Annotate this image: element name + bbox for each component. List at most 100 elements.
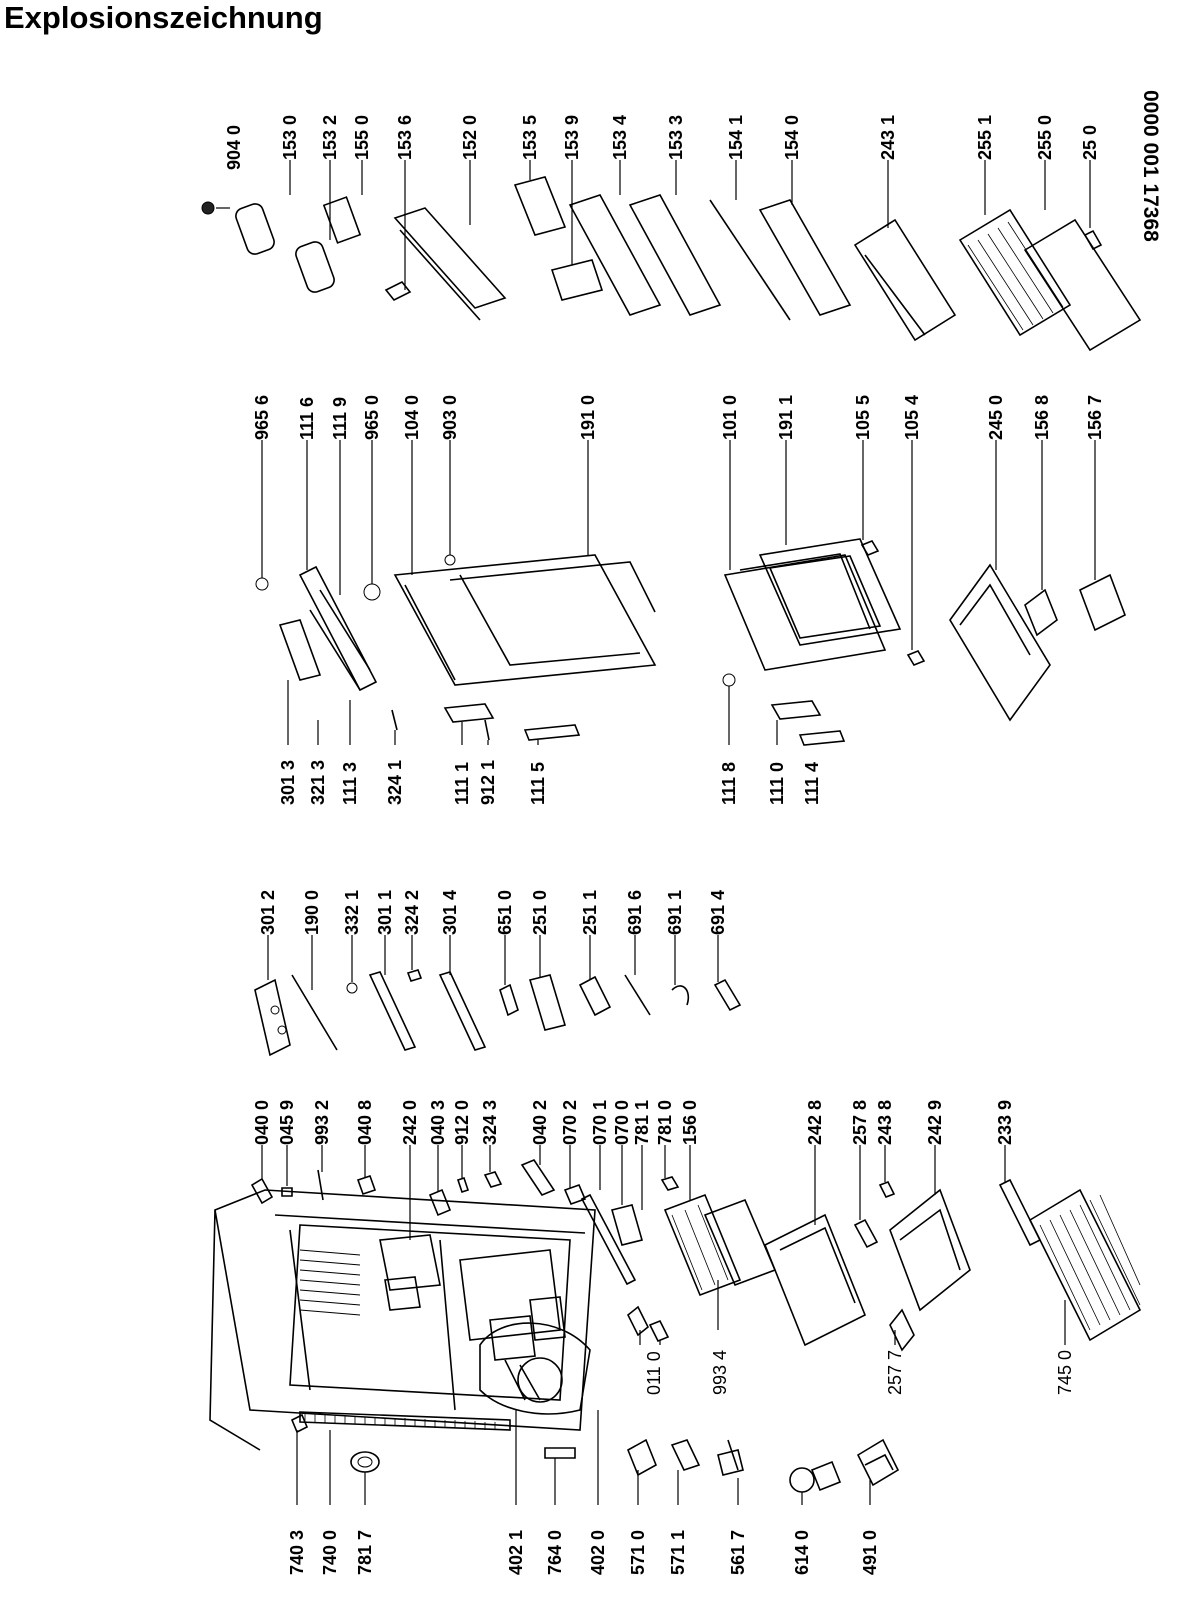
part-label: 111 1 [452, 761, 472, 805]
part-label: 111 9 [330, 396, 350, 440]
part-label: 105 5 [853, 394, 873, 440]
part-label: 243 1 [878, 114, 898, 160]
part-label: 781 7 [355, 1529, 375, 1575]
part-label: 243 8 [875, 1099, 895, 1145]
part-label: 191 1 [776, 394, 796, 440]
part-label: 242 0 [400, 1099, 420, 1145]
part-label: 111 5 [528, 761, 548, 805]
part-label: 993 4 [710, 1349, 730, 1395]
part-label: 571 0 [628, 1529, 648, 1575]
part-label: 111 6 [297, 396, 317, 440]
part-label: 301 2 [258, 889, 278, 935]
part-label: 251 0 [530, 889, 550, 935]
part-label: 321 3 [308, 759, 328, 805]
part-label: 301 1 [375, 889, 395, 935]
part-label: 691 4 [708, 889, 728, 935]
part-label: 156 0 [680, 1099, 700, 1145]
part-label: 152 0 [460, 114, 480, 160]
part-label: 245 0 [986, 394, 1006, 440]
part-label: 153 6 [395, 114, 415, 160]
part-label: 257 7 [885, 1349, 905, 1395]
part-label: 040 2 [530, 1099, 550, 1145]
part-label: 154 0 [782, 114, 802, 160]
part-label: 571 1 [668, 1529, 688, 1575]
part-label: 153 9 [562, 114, 582, 160]
part-label: 045 9 [277, 1099, 297, 1145]
part-label: 764 0 [545, 1529, 565, 1575]
part-label: 101 0 [720, 394, 740, 440]
part-label: 105 4 [902, 394, 922, 440]
small-parts-column [254, 969, 742, 1057]
part-label: 191 0 [578, 394, 598, 440]
leader-lines-col3 [267, 935, 719, 990]
part-label: 491 0 [860, 1529, 880, 1575]
part-label: 324 3 [480, 1099, 500, 1145]
part-label: 111 4 [802, 761, 822, 805]
part-label: 402 1 [506, 1529, 526, 1575]
part-label: 153 3 [666, 114, 686, 160]
part-label: 993 2 [312, 1099, 332, 1145]
leader-lines-bottom [296, 1410, 871, 1505]
part-label: 781 1 [632, 1099, 652, 1145]
part-label: 153 4 [610, 114, 630, 160]
part-label: 233 9 [995, 1099, 1015, 1145]
part-label: 781 0 [655, 1099, 675, 1145]
part-label: 255 1 [975, 114, 995, 160]
door-shelf-group [201, 176, 1142, 352]
part-label: 332 1 [342, 889, 362, 935]
part-label: 745 0 [1055, 1349, 1075, 1395]
part-label: 904 0 [224, 124, 244, 170]
part-label: 251 1 [580, 889, 600, 935]
part-label: 965 6 [252, 394, 272, 440]
leader-lines-col4 [261, 1145, 1066, 1345]
part-label: 740 3 [287, 1529, 307, 1575]
part-label: 301 3 [278, 759, 298, 805]
part-label: 903 0 [440, 394, 460, 440]
page-title: Explosionszeichnung [4, 0, 323, 35]
leader-lines-mid [261, 440, 1096, 745]
part-label: 561 7 [728, 1529, 748, 1575]
part-label: 242 9 [925, 1099, 945, 1145]
part-label: 691 6 [625, 889, 645, 935]
part-label: 070 0 [612, 1099, 632, 1145]
part-label: 740 0 [320, 1529, 340, 1575]
part-label: 104 0 [402, 394, 422, 440]
part-label: 257 8 [850, 1099, 870, 1145]
part-label: 301 4 [440, 889, 460, 935]
part-label: 040 3 [428, 1099, 448, 1145]
part-label: 156 7 [1085, 394, 1105, 440]
part-label: 070 2 [560, 1099, 580, 1145]
part-label: 040 0 [252, 1099, 272, 1145]
cabinet-accessories [250, 1159, 1142, 1352]
part-label: 324 2 [402, 889, 422, 935]
part-label: 912 1 [478, 759, 498, 805]
part-label: 324 1 [385, 759, 405, 805]
part-label: 614 0 [792, 1529, 812, 1575]
part-label: 153 0 [280, 114, 300, 160]
part-label: 111 3 [340, 761, 360, 805]
part-label: 691 1 [665, 889, 685, 935]
part-label: 25 0 [1080, 124, 1100, 160]
leader-lines-top [216, 160, 1091, 290]
part-label: 912 0 [452, 1099, 472, 1145]
part-label: 070 1 [590, 1099, 610, 1145]
bottom-parts [290, 1413, 900, 1493]
part-label: 154 1 [726, 114, 746, 160]
part-label: 111 8 [719, 761, 739, 805]
part-label: 011 0 [644, 1351, 664, 1395]
part-label: 651 0 [495, 889, 515, 935]
part-label: 040 8 [355, 1099, 375, 1145]
part-label: 153 2 [320, 114, 340, 160]
part-label: 965 0 [362, 394, 382, 440]
door-assembly [255, 538, 1127, 746]
part-label: 242 8 [805, 1099, 825, 1145]
part-label: 156 8 [1032, 394, 1052, 440]
part-label: 255 0 [1035, 114, 1055, 160]
part-label: 111 0 [767, 761, 787, 805]
part-label: 155 0 [352, 114, 372, 160]
cabinet-body [209, 1189, 596, 1459]
part-label: 402 0 [588, 1529, 608, 1575]
part-label: 153 5 [520, 114, 540, 160]
part-label: 190 0 [302, 889, 322, 935]
